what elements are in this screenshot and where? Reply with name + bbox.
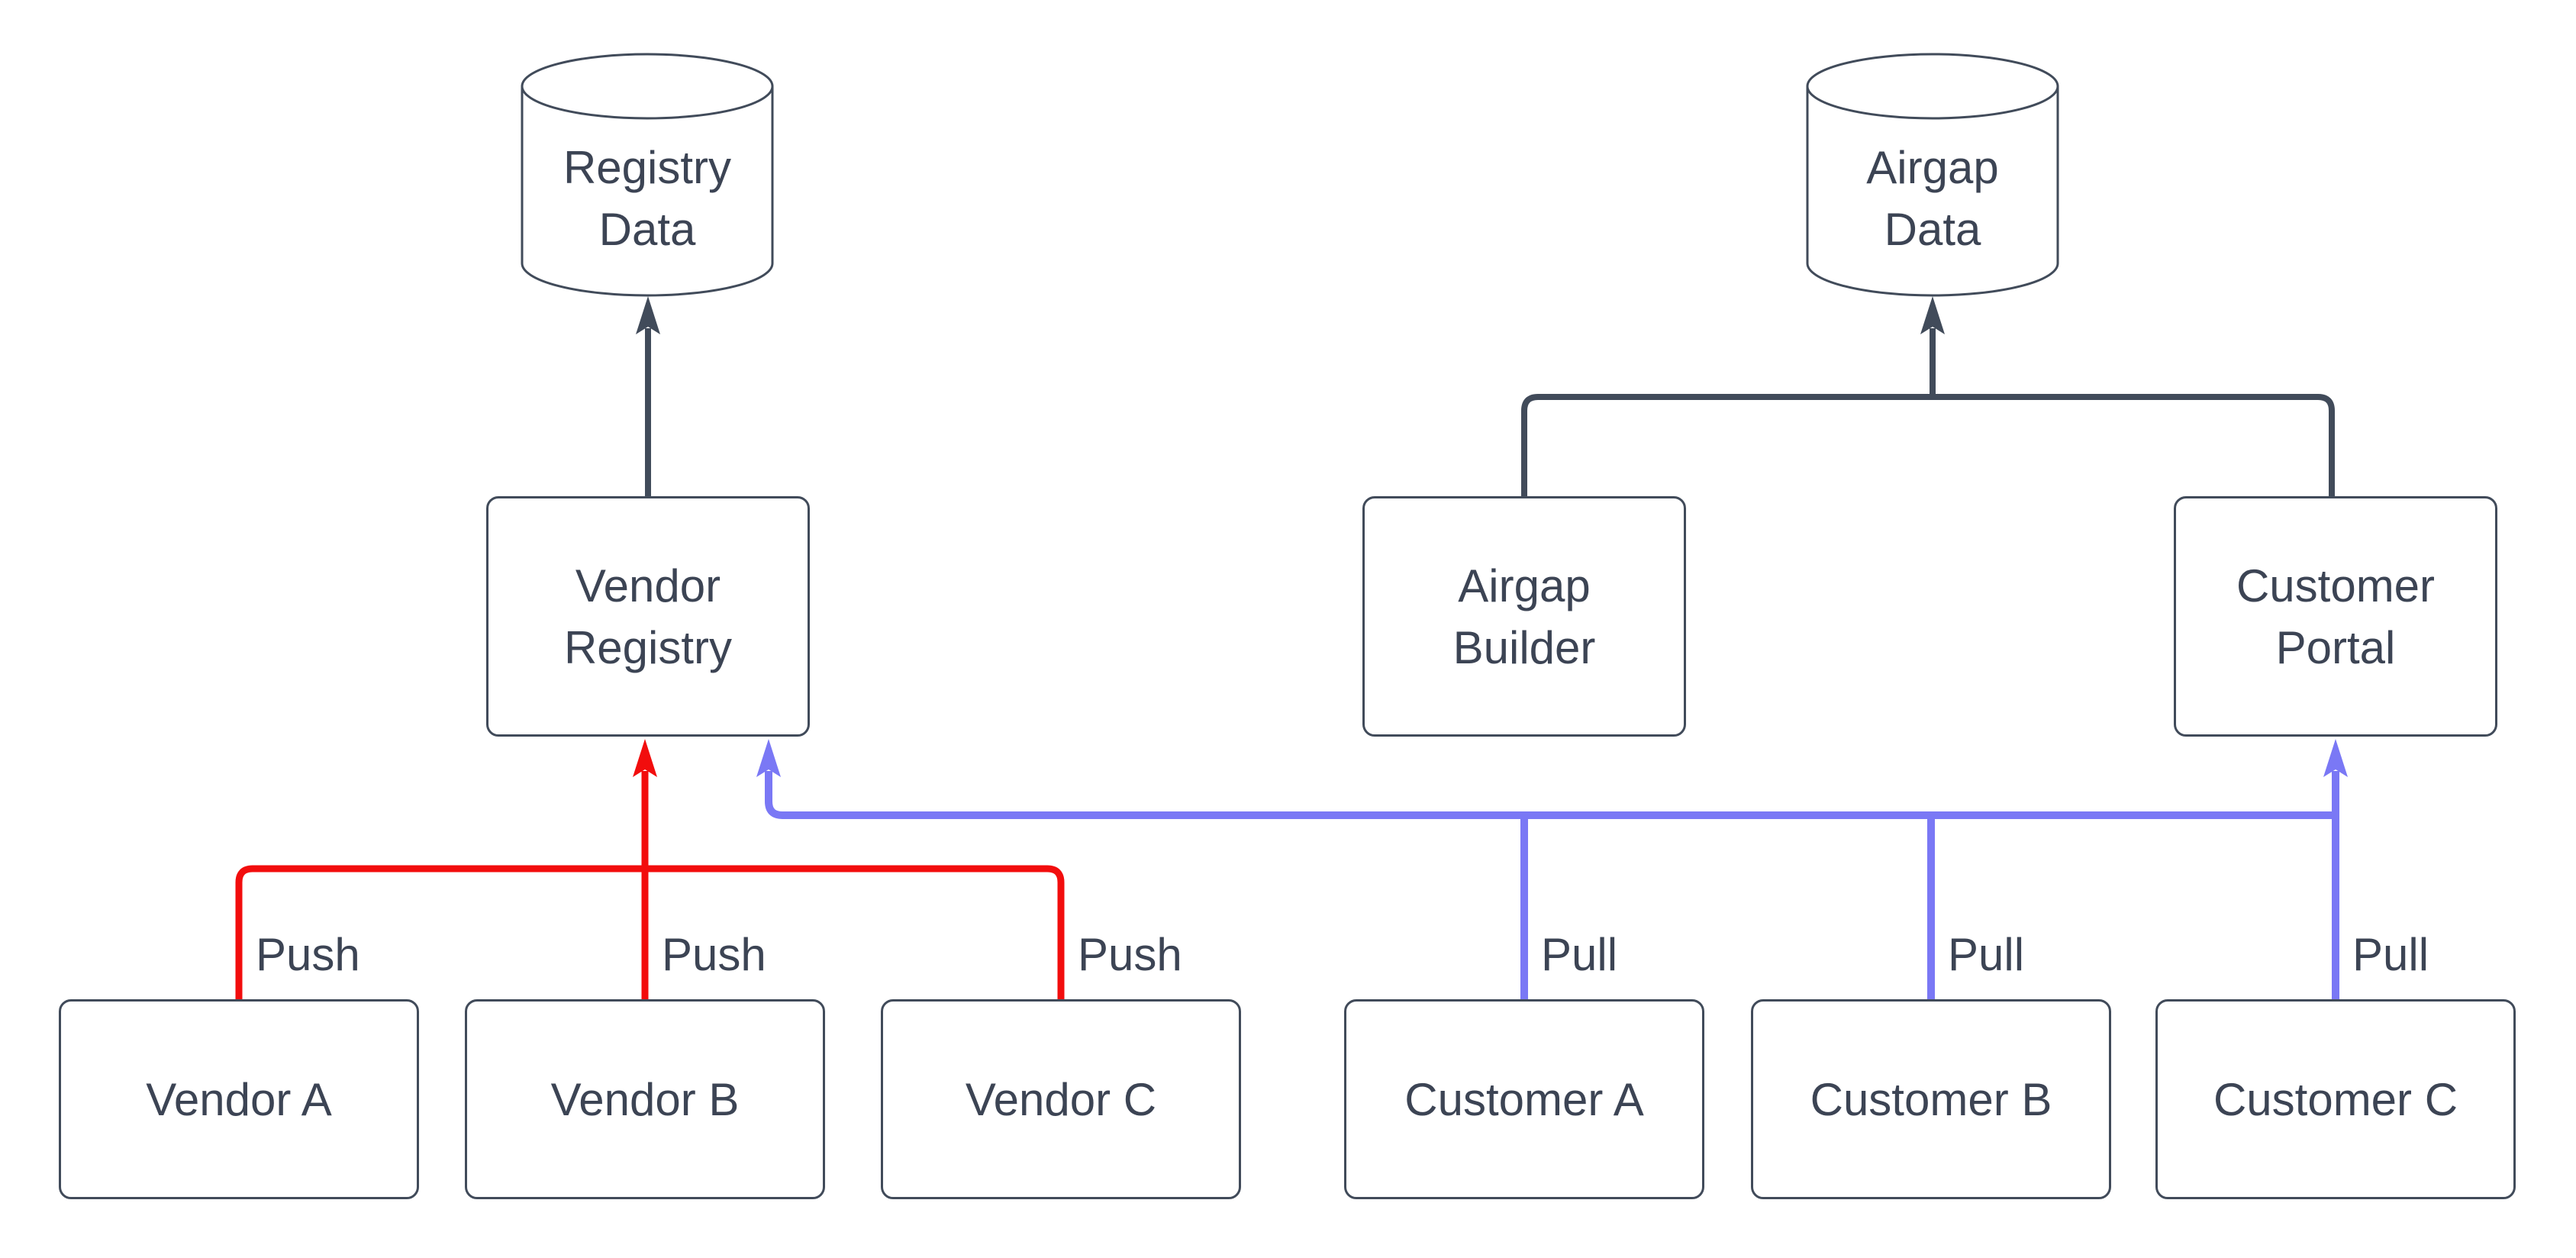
node-customer-b: Customer B — [1751, 999, 2111, 1199]
node-registry-data: Registry Data — [522, 118, 772, 279]
node-customer-portal: Customer Portal — [2174, 496, 2497, 737]
arrowhead-pull-vendor-registry — [756, 739, 781, 777]
arrowhead-airgap-data — [1920, 296, 1945, 334]
arrowhead-pull-customer-portal — [2323, 739, 2348, 777]
cylinder-body — [1806, 86, 2059, 297]
edge-pull-bus — [765, 771, 2336, 819]
cylinder-top — [521, 53, 774, 120]
node-label: Vendor B — [550, 1073, 740, 1125]
arrowhead-registry-data — [636, 296, 660, 334]
node-customer-c: Customer C — [2155, 999, 2516, 1199]
edge-label-push-vendor-a: Push — [256, 929, 360, 980]
node-label: Vendor C — [965, 1073, 1157, 1125]
edge-label-push-vendor-c: Push — [1078, 929, 1182, 980]
edge-push-bus — [235, 865, 1065, 999]
cylinder-top — [1806, 53, 2059, 120]
edge-builder-portal-bus — [1521, 394, 2335, 496]
node-vendor-a: Vendor A — [59, 999, 419, 1199]
edge-label-pull-customer-a: Pull — [1541, 929, 1618, 980]
node-customer-a: Customer A — [1344, 999, 1704, 1199]
node-airgap-data-shape — [1806, 53, 2059, 297]
node-airgap-builder: Airgap Builder — [1362, 496, 1686, 737]
node-registry-data-shape — [521, 53, 774, 297]
node-vendor-b: Vendor B — [465, 999, 825, 1199]
edge-label-push-vendor-b: Push — [662, 929, 766, 980]
node-label: Customer B — [1810, 1073, 2052, 1125]
node-vendor-registry: Vendor Registry — [486, 496, 810, 737]
edge-label-pull-customer-b: Pull — [1948, 929, 2025, 980]
edge-label-pull-customer-c: Pull — [2352, 929, 2429, 980]
node-label: Customer A — [1404, 1073, 1644, 1125]
node-label: Customer Portal — [2236, 560, 2436, 673]
node-label: Registry Data — [563, 142, 732, 255]
node-label: Airgap Data — [1866, 142, 1999, 255]
node-label: Customer C — [2213, 1073, 2458, 1125]
node-label: Vendor Registry — [563, 560, 733, 673]
cylinder-body — [521, 86, 774, 297]
node-label: Vendor A — [146, 1073, 332, 1125]
node-airgap-data: Airgap Data — [1807, 118, 2058, 279]
node-vendor-c: Vendor C — [881, 999, 1241, 1199]
node-label: Airgap Builder — [1452, 560, 1596, 673]
arrowhead-push-vendor-registry — [633, 739, 657, 777]
